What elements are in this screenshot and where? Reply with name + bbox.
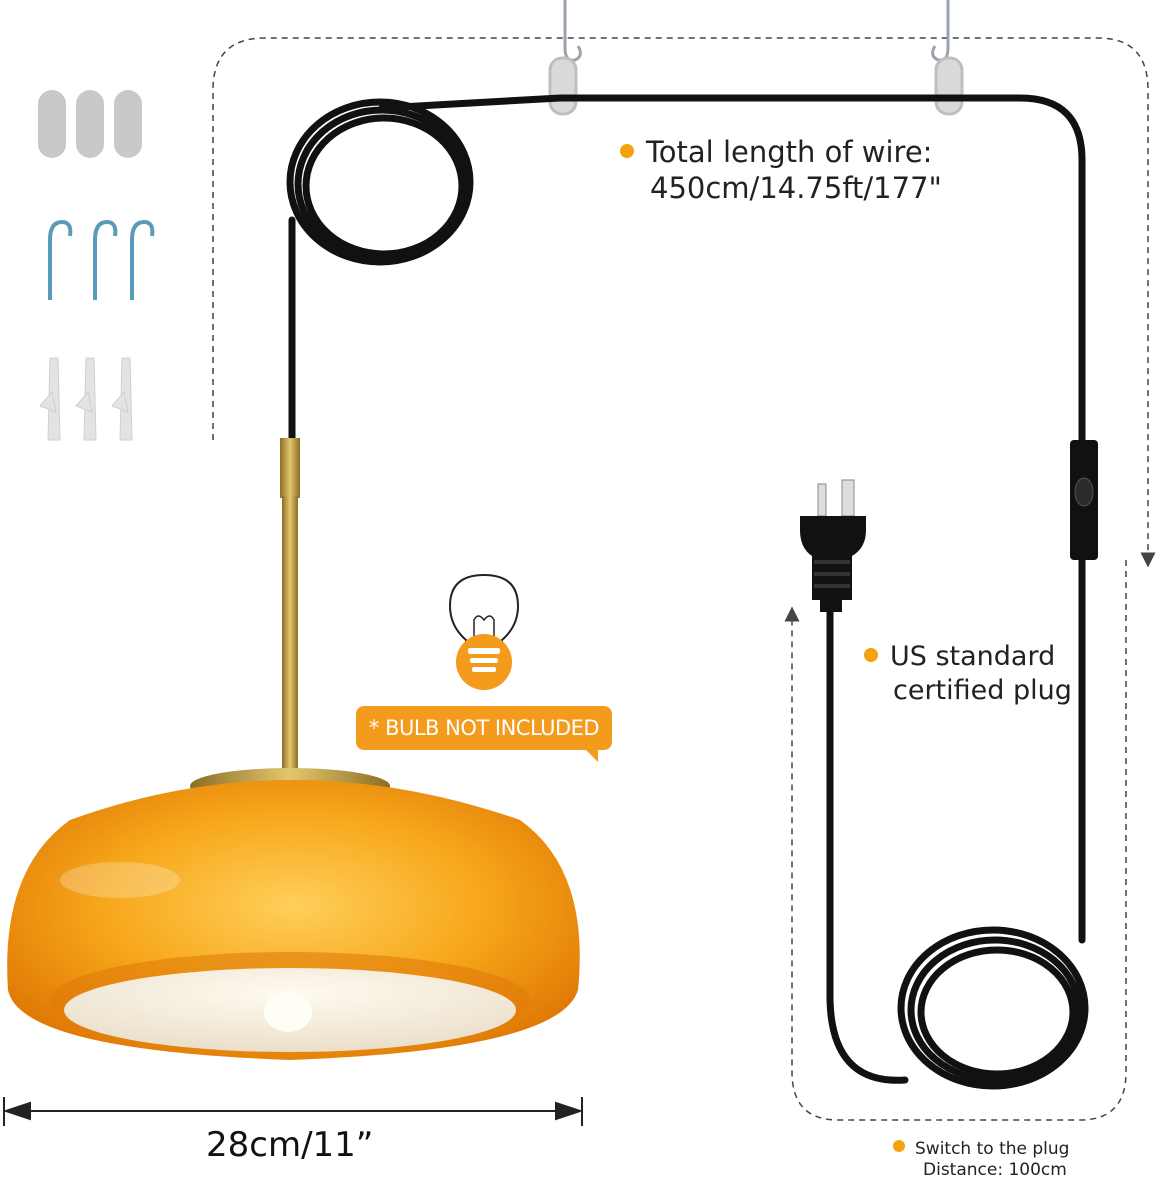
wire-length-line1: Total length of wire: — [646, 135, 933, 169]
shade-dimension-label: 28cm/11” — [206, 1125, 374, 1165]
power-cord — [286, 94, 1089, 1090]
plug-line1: US standard — [890, 641, 1056, 672]
inline-switch — [1070, 440, 1098, 560]
wire-length-label: Total length of wire: 450cm/14.75ft/177" — [620, 134, 942, 207]
screw-hook-icon — [48, 219, 155, 300]
light-bulb-icon — [448, 573, 520, 690]
switch-distance-label: Switch to the plug Distance: 100cm — [893, 1139, 1069, 1182]
wire-length-guide — [212, 37, 1156, 568]
bullet-dot — [620, 144, 634, 158]
bulb-not-included-badge: * BULB NOT INCLUDED — [356, 706, 612, 762]
wire-length-line2: 450cm/14.75ft/177" — [650, 171, 942, 206]
plug-label: US standard certified plug — [864, 640, 1072, 708]
us-plug — [800, 479, 866, 612]
plug-line2: certified plug — [893, 674, 1072, 706]
switch-distance-guide — [784, 560, 1127, 1121]
switch-line1: Switch to the plug — [915, 1139, 1070, 1159]
dimension-line — [2, 1097, 584, 1126]
wall-anchor-icon — [39, 357, 133, 441]
hook-clip-icon — [38, 90, 142, 158]
orange-glass-shade — [7, 780, 580, 1060]
switch-line2: Distance: 100cm — [923, 1160, 1067, 1181]
bullet-dot — [893, 1140, 905, 1152]
bullet-dot — [864, 647, 878, 662]
